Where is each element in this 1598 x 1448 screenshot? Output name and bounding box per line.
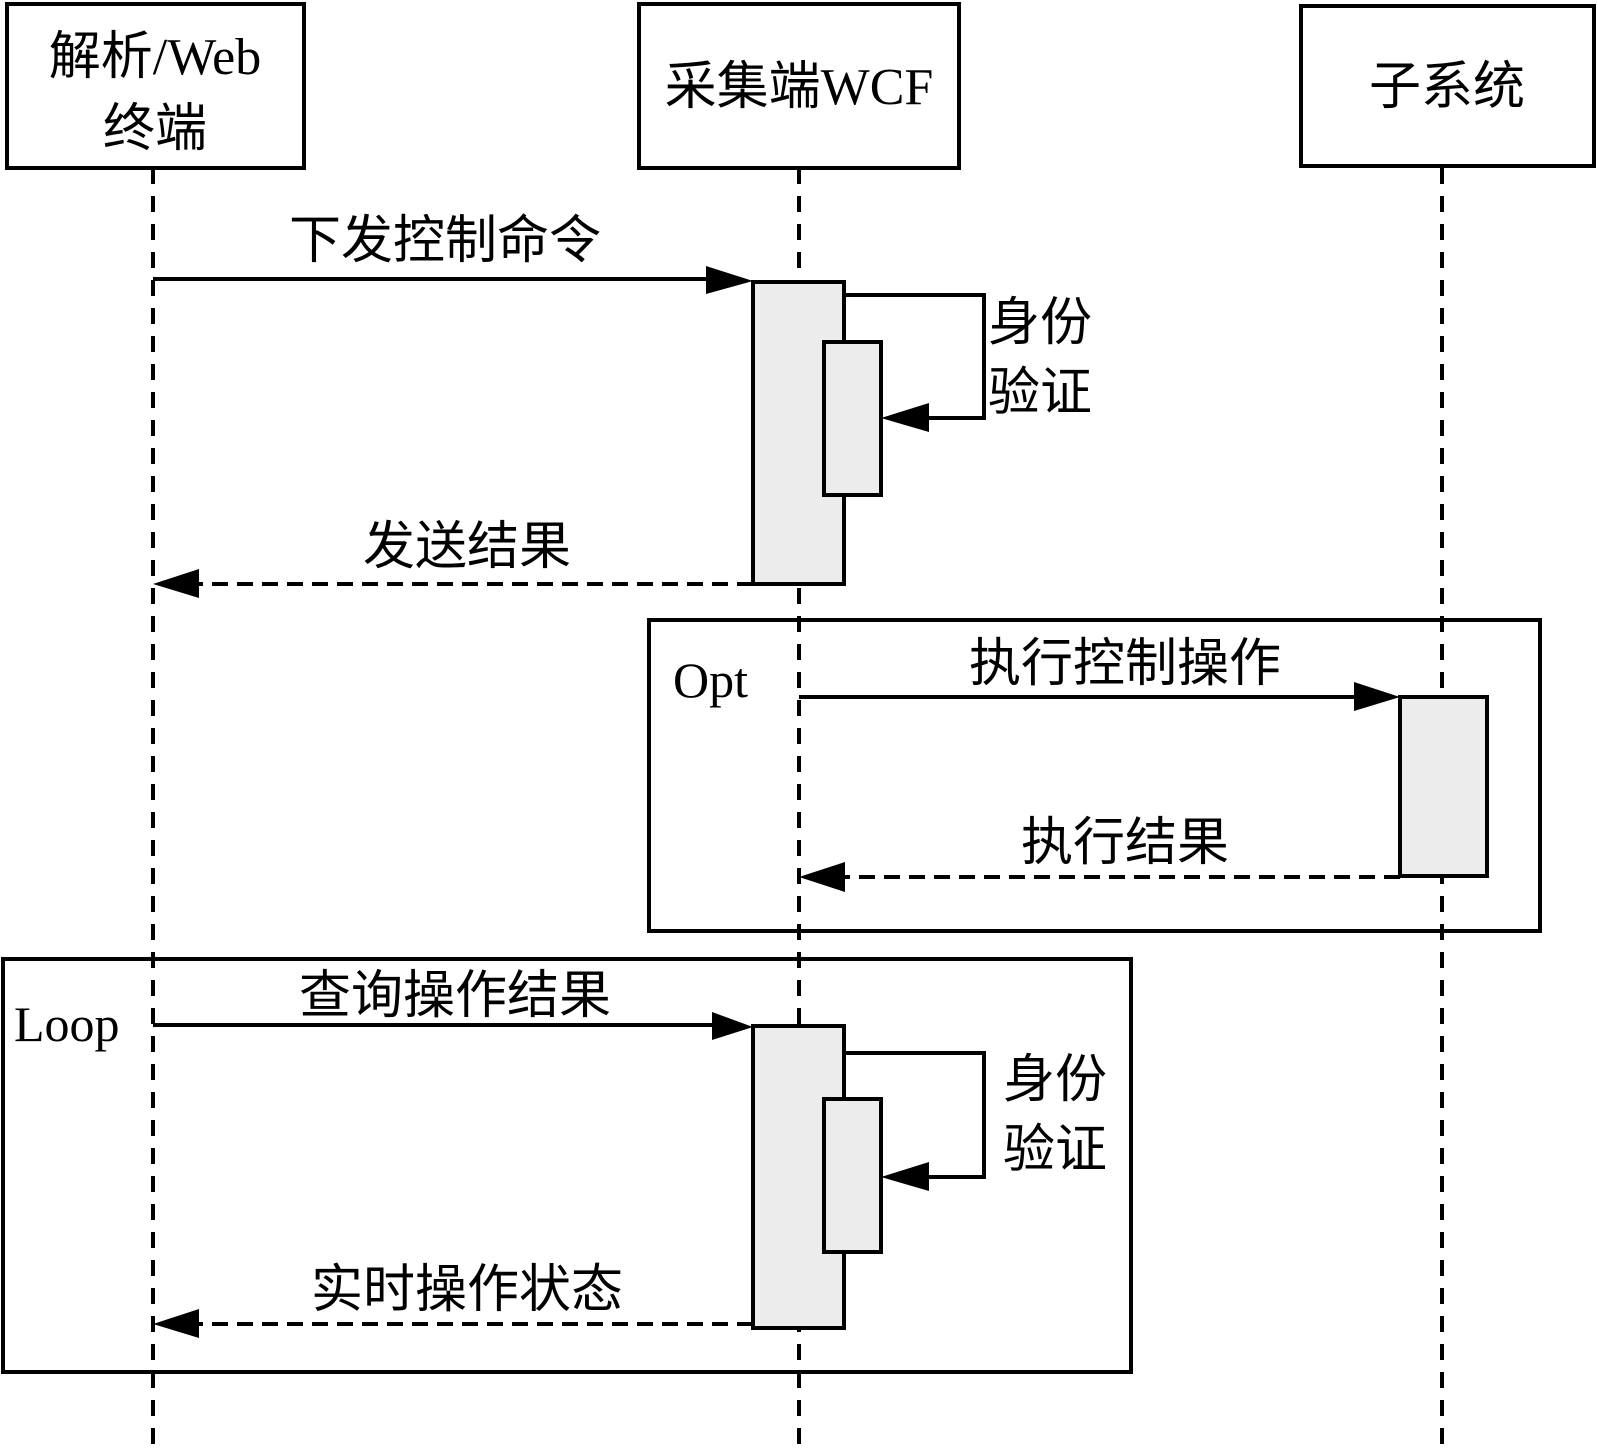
arrowhead-icon bbox=[799, 862, 845, 892]
arrowhead-icon bbox=[881, 403, 929, 432]
message-label: 发送结果 bbox=[363, 517, 571, 577]
fragment-opt-label: Opt bbox=[673, 652, 748, 708]
message-label: 执行控制操作 bbox=[969, 634, 1281, 694]
message-label: 下发控制命令 bbox=[289, 211, 601, 271]
participant-wcf-label: 采集端WCF bbox=[665, 59, 934, 116]
participant-parser-label-line2: 终端 bbox=[103, 99, 207, 159]
arrowhead-icon bbox=[712, 1012, 753, 1040]
message-self-authentication-2: 身份 验证 bbox=[844, 1050, 1107, 1191]
activation-subsystem bbox=[1398, 695, 1489, 878]
message-label: 执行结果 bbox=[1021, 813, 1229, 873]
message-label-line1: 身份 bbox=[988, 293, 1092, 353]
message-self-authentication-1: 身份 验证 bbox=[844, 293, 1092, 432]
participant-wcf: 采集端WCF bbox=[637, 2, 961, 170]
message-label-line2: 验证 bbox=[988, 363, 1092, 423]
message-execute-control-operation: 执行控制操作 bbox=[799, 634, 1400, 711]
participant-subsystem-label: 子系统 bbox=[1369, 57, 1525, 117]
arrowhead-icon bbox=[1354, 682, 1400, 711]
message-send-result: 发送结果 bbox=[153, 517, 753, 598]
message-query-operation-result: 查询操作结果 bbox=[153, 966, 753, 1040]
activation-wcf-self-2 bbox=[822, 1097, 883, 1254]
activation-wcf-self-1 bbox=[822, 340, 883, 497]
message-label: 实时操作状态 bbox=[311, 1260, 623, 1320]
message-label-line2: 验证 bbox=[1003, 1120, 1107, 1180]
arrowhead-icon bbox=[881, 1162, 929, 1191]
fragment-loop-label: Loop bbox=[14, 996, 120, 1052]
participant-parser-label-line1: 解析/Web bbox=[49, 29, 261, 86]
fragment-loop: Loop bbox=[1, 957, 1133, 1374]
message-send-control-command: 下发控制命令 bbox=[153, 211, 753, 294]
fragment-opt: Opt bbox=[647, 618, 1542, 933]
message-realtime-operation-status: 实时操作状态 bbox=[153, 1260, 753, 1338]
message-label-line1: 身份 bbox=[1003, 1050, 1107, 1110]
participant-subsystem: 子系统 bbox=[1299, 4, 1596, 168]
message-execution-result: 执行结果 bbox=[799, 813, 1400, 892]
participant-parser: 解析/Web 终端 bbox=[5, 2, 306, 170]
message-label: 查询操作结果 bbox=[299, 966, 611, 1026]
arrowhead-icon bbox=[153, 1309, 199, 1338]
arrowhead-icon bbox=[706, 266, 753, 294]
arrowhead-icon bbox=[153, 569, 199, 598]
